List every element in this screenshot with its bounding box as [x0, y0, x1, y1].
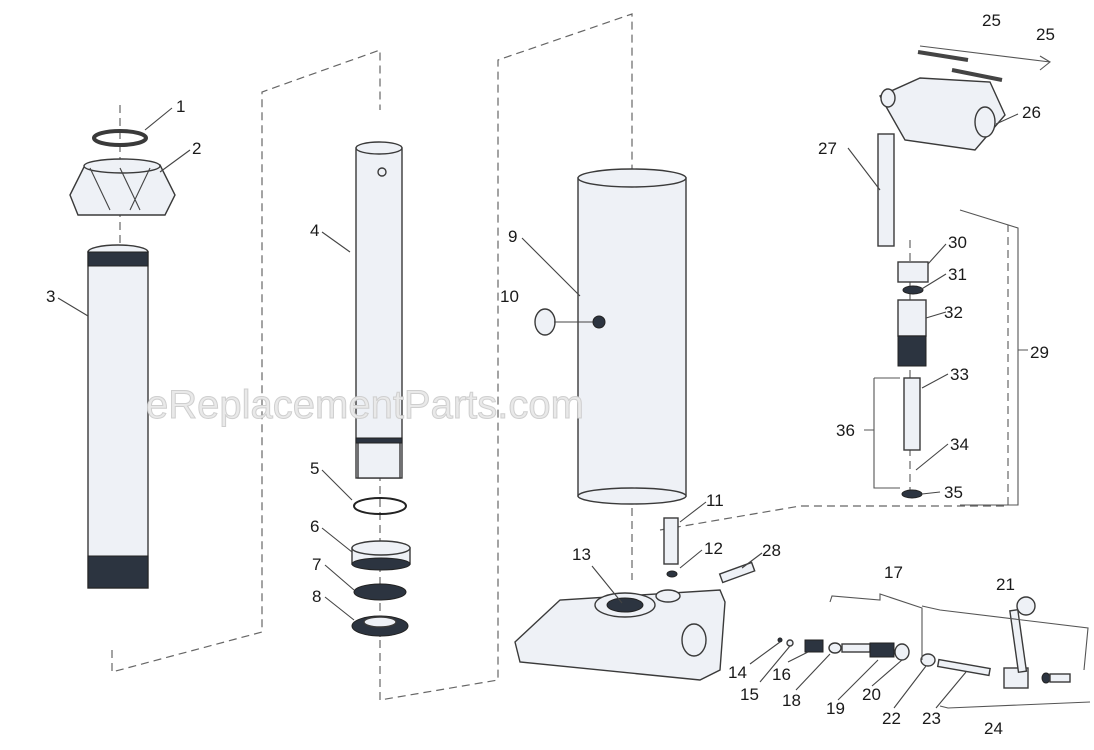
part-25-bolts	[917, 50, 1003, 82]
part-5-snap-ring	[353, 497, 407, 515]
label-24: 24	[984, 719, 1003, 738]
label-35: 35	[944, 483, 963, 502]
label-27: 27	[818, 139, 837, 158]
label-8: 8	[312, 587, 321, 606]
part-13-base	[514, 589, 726, 681]
label-3: 3	[46, 287, 55, 306]
label-25b: 25	[1036, 25, 1055, 44]
label-25a: 25	[982, 11, 1001, 30]
label-5: 5	[310, 459, 319, 478]
part-4-ram	[355, 141, 403, 479]
label-30: 30	[948, 233, 967, 252]
label-21: 21	[996, 575, 1015, 594]
leader-lines	[57, 107, 1019, 709]
part-3-outer-tube	[87, 244, 149, 589]
part-8-packing	[351, 615, 409, 637]
assembly-guides	[111, 13, 1009, 701]
callout-labels: 1 2 3 4 5 6 7 8 9 10 11 12 13 14 15 16 1…	[46, 11, 1055, 738]
part-2-top-nut	[69, 158, 176, 216]
label-7: 7	[312, 555, 321, 574]
label-29: 29	[1030, 343, 1049, 362]
part-6-bushing	[351, 540, 411, 571]
label-32: 32	[944, 303, 963, 322]
label-23: 23	[922, 709, 941, 728]
label-22: 22	[882, 709, 901, 728]
pump-parts	[777, 596, 1071, 689]
label-14: 14	[728, 663, 747, 682]
label-28: 28	[762, 541, 781, 560]
part-27-link	[877, 133, 895, 247]
label-33: 33	[950, 365, 969, 384]
label-15: 15	[740, 685, 759, 704]
label-9: 9	[508, 227, 517, 246]
label-20: 20	[862, 685, 881, 704]
label-36: 36	[836, 421, 855, 440]
label-11: 11	[706, 491, 724, 510]
label-18: 18	[782, 691, 801, 710]
part-9-reservoir	[577, 168, 687, 505]
part-28-pin	[718, 561, 756, 584]
part-12-ball	[666, 570, 678, 578]
label-4: 4	[310, 221, 319, 240]
label-13: 13	[572, 545, 591, 564]
part-10-filler-plug	[534, 308, 606, 336]
watermark: eReplacementParts.com	[146, 383, 584, 427]
label-26: 26	[1022, 103, 1041, 122]
label-2: 2	[192, 139, 201, 158]
label-12: 12	[704, 539, 723, 558]
label-34: 34	[950, 435, 969, 454]
label-1: 1	[176, 97, 185, 116]
label-31: 31	[948, 265, 967, 284]
part-26-head	[879, 77, 1006, 151]
label-16: 16	[772, 665, 791, 684]
brackets	[829, 45, 1091, 709]
part-7-washer	[353, 583, 407, 601]
part-11-valve	[663, 517, 679, 565]
valve-assembly	[897, 261, 929, 499]
part-1-o-ring	[92, 129, 148, 147]
label-17: 17	[884, 563, 903, 582]
label-6: 6	[310, 517, 319, 536]
label-10: 10	[500, 287, 519, 306]
label-19: 19	[826, 699, 845, 718]
